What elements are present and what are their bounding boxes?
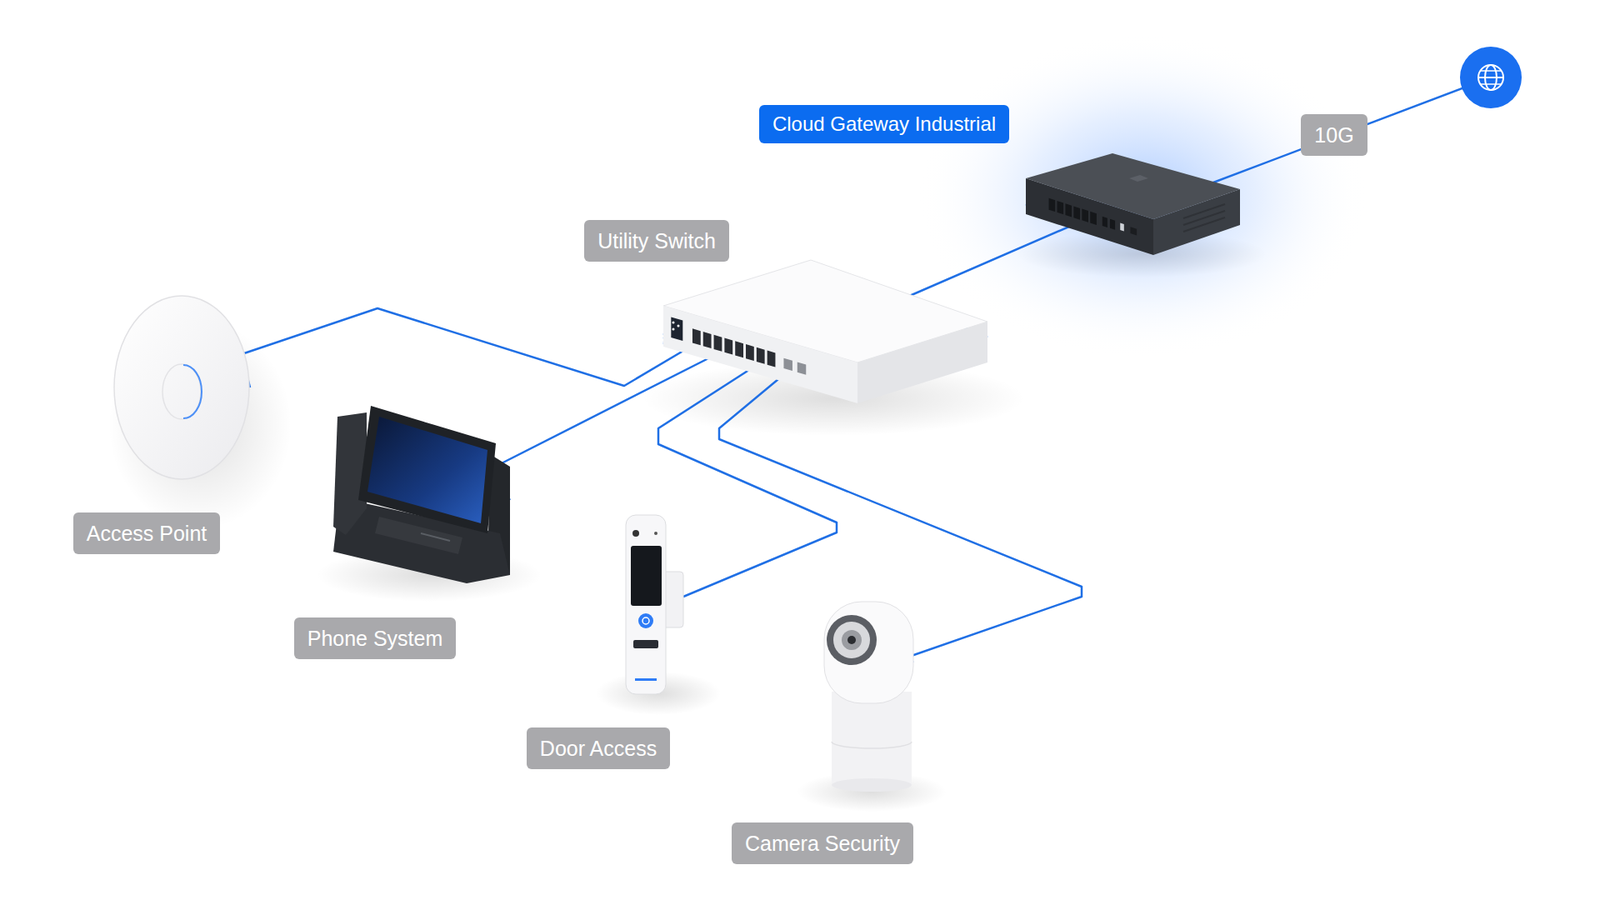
device-label: Camera Security (731, 822, 914, 865)
network-cable (241, 308, 692, 388)
uplink-cable (1200, 77, 1491, 188)
network-cable (490, 337, 717, 500)
device-label: Phone System (294, 617, 457, 660)
switch-node: Utility Switch (663, 260, 988, 404)
device-label: Access Point (73, 512, 221, 555)
internet-globe (1460, 46, 1522, 109)
switch-device (663, 260, 988, 404)
link-speed-label: 10G (1300, 114, 1367, 156)
door-access-device (625, 515, 684, 695)
access-point-node: Access Point (114, 295, 250, 480)
gateway-node: Cloud Gateway Industrial (1025, 153, 1240, 255)
camera-device (824, 601, 914, 792)
device-label: Door Access (526, 727, 670, 770)
access-point-device (114, 295, 250, 480)
gateway-glow (917, 33, 1368, 359)
phone-device (333, 405, 510, 584)
camera-node: Camera Security (824, 601, 914, 791)
device-label: Utility Switch (584, 220, 730, 262)
device-label: Cloud Gateway Industrial (759, 105, 1010, 144)
phone-node: Phone System (333, 405, 510, 584)
gateway-device (1025, 153, 1240, 255)
door-access-node: Door Access (625, 515, 684, 695)
